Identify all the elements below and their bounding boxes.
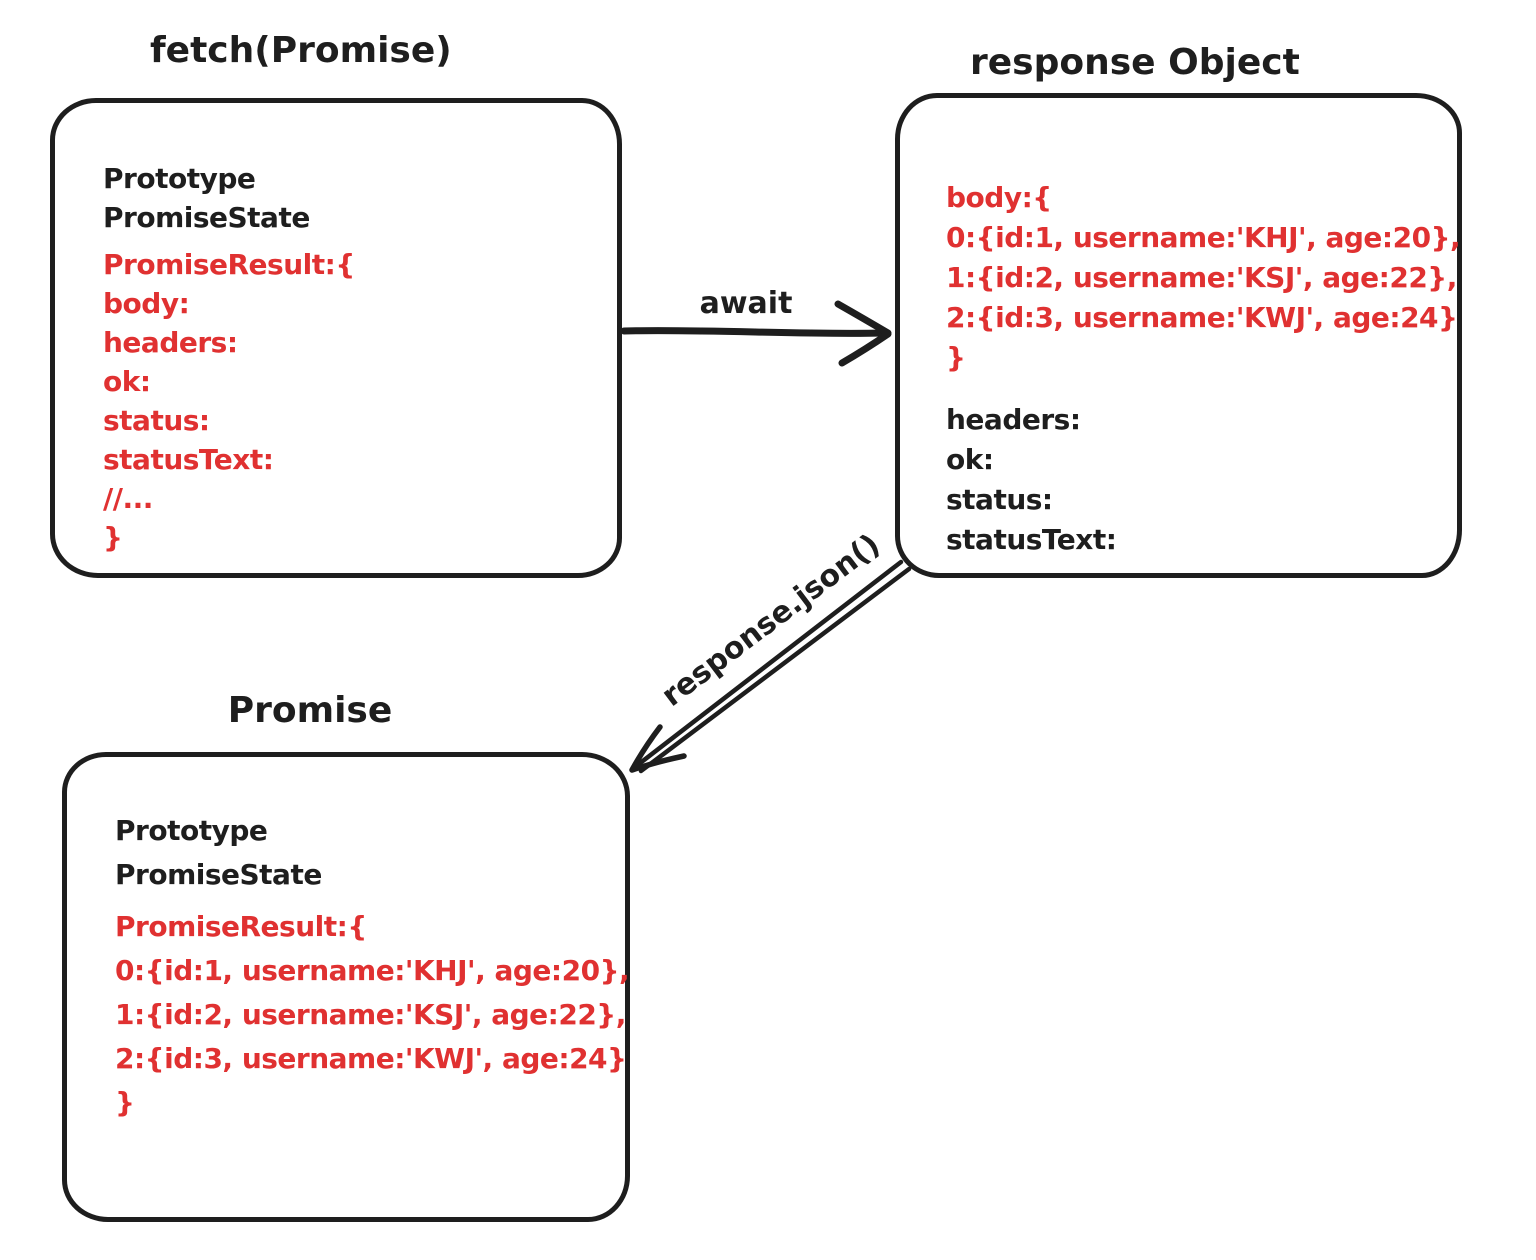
promise-result-group: PromiseResult:{ 0:{id:1, username:'KHJ',…: [115, 905, 630, 1125]
field-line: //...: [103, 482, 153, 515]
field-line: status:: [946, 483, 1053, 516]
field-line: ok:: [946, 443, 994, 476]
field-line: PromiseState: [115, 858, 322, 891]
promise-box: Prototype PromiseState PromiseResult:{ 0…: [62, 752, 630, 1222]
fetch-promise-box-title: fetch(Promise): [150, 30, 452, 71]
field-line: Prototype: [115, 814, 268, 847]
field-line: PromiseState: [103, 201, 310, 234]
field-line: PromiseResult:{: [103, 248, 355, 281]
response-object-box: body:{ 0:{id:1, username:'KHJ', age:20},…: [895, 93, 1462, 578]
field-line: }: [103, 521, 123, 554]
response-meta-group: headers: ok: status: statusText:: [946, 400, 1445, 560]
field-line: 2:{id:3, username:'KWJ', age:24}: [946, 301, 1458, 334]
response-object-box-title: response Object: [970, 42, 1300, 83]
field-line: headers:: [103, 326, 238, 359]
field-line: body:{: [946, 181, 1052, 214]
field-line: 0:{id:1, username:'KHJ', age:20},: [115, 954, 630, 987]
field-line: }: [946, 341, 966, 374]
field-line: Prototype: [103, 162, 256, 195]
promise-result-group: PromiseResult:{ body: headers: ok: statu…: [103, 245, 601, 557]
await-arrow-label: await: [699, 286, 793, 321]
promise-box-title: Promise: [227, 690, 393, 731]
field-line: 0:{id:1, username:'KHJ', age:20},: [946, 221, 1461, 254]
field-line: statusText:: [103, 443, 274, 476]
field-line: status:: [103, 404, 210, 437]
field-line: statusText:: [946, 523, 1117, 556]
response-json-arrow: [629, 559, 912, 774]
fetch-promise-box: Prototype PromiseState PromiseResult:{ b…: [50, 98, 622, 578]
field-line: }: [115, 1086, 135, 1119]
field-line: 1:{id:2, username:'KSJ', age:22},: [115, 998, 626, 1031]
response-json-arrow-shaft: [632, 559, 904, 770]
field-line: 1:{id:2, username:'KSJ', age:22},: [946, 261, 1457, 294]
await-arrow-shaft: [620, 327, 888, 337]
response-json-arrow-head: [629, 724, 687, 773]
field-line: 2:{id:3, username:'KWJ', age:24}: [115, 1042, 627, 1075]
field-line: ok:: [103, 365, 151, 398]
response-json-arrow-label: response.json(): [655, 527, 887, 714]
field-line: headers:: [946, 403, 1081, 436]
field-line: body:: [103, 287, 190, 320]
field-line: PromiseResult:{: [115, 910, 367, 943]
